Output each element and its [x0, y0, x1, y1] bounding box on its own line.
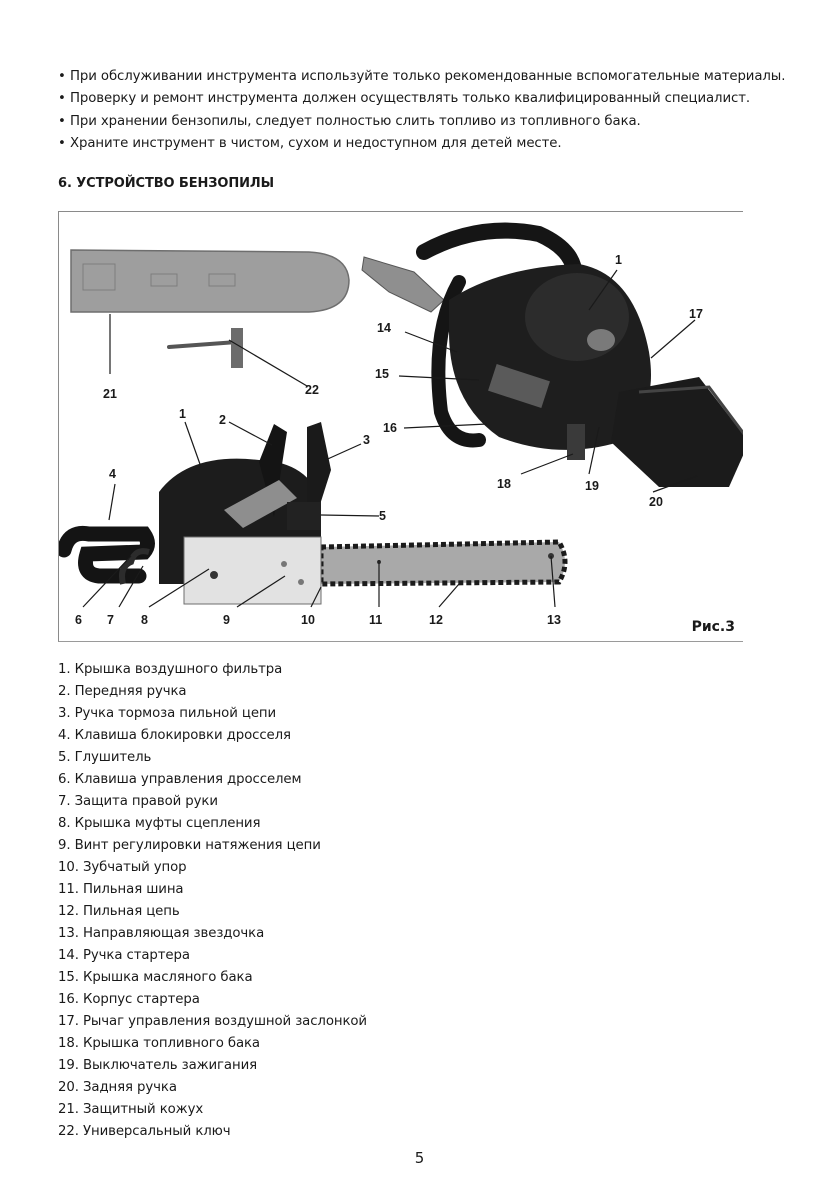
callout-15: 15 [375, 367, 389, 381]
list-item: 16. Корпус стартера [58, 992, 200, 1007]
list-item: 10. Зубчатый упор [58, 860, 187, 875]
callout-13: 13 [547, 613, 561, 627]
bullet-item: •При хранении бензопилы, следует полност… [58, 113, 641, 129]
callout-22: 22 [305, 383, 319, 397]
chainsaw-figure: 21 22 1 2 3 4 5 6 7 8 9 10 11 12 13 1 14… [58, 211, 743, 642]
list-item: 2. Передняя ручка [58, 684, 187, 699]
callout-17: 17 [689, 307, 703, 321]
leader-lines [82, 269, 698, 608]
protective-cover-image [70, 249, 350, 313]
callout-18: 18 [497, 477, 511, 491]
callout-9: 9 [223, 613, 230, 627]
callout-4: 4 [109, 467, 116, 481]
callout-6: 6 [75, 613, 82, 627]
list-item: 20. Задняя ручка [58, 1080, 177, 1095]
bullet-item: •При обслуживании инструмента используйт… [58, 69, 786, 84]
list-item: 19. Выключатель зажигания [58, 1058, 258, 1073]
bullet-list: •При обслуживании инструмента используйт… [58, 66, 828, 155]
callout-12: 12 [429, 613, 443, 627]
callout-21: 21 [103, 387, 117, 401]
list-item: 17. Рычаг управления воздушной заслонкой [58, 1014, 367, 1029]
callout-1-top: 1 [615, 253, 622, 267]
list-item: 6. Клавиша управления дросселем [58, 772, 302, 787]
callout-7: 7 [107, 613, 114, 627]
list-item: 15. Крышка масляного бака [58, 970, 253, 985]
bullet-item: •Проверку и ремонт инструмента должен ос… [58, 91, 750, 107]
bullet-item: •Храните инструмент в чистом, сухом и не… [58, 135, 562, 151]
list-item: 12. Пильная цепь [58, 904, 180, 919]
list-item: 13. Направляющая звездочка [58, 926, 265, 941]
callout-5: 5 [379, 509, 386, 523]
list-item: 4. Клавиша блокировки дросселя [58, 728, 291, 743]
chainsaw-illustration: 21 22 1 2 3 4 5 6 7 8 9 10 11 12 13 1 14… [59, 222, 743, 627]
list-item: 14. Ручка стартера [58, 948, 190, 963]
list-item: 8. Крышка муфты сцепления [58, 816, 261, 831]
list-item: 1. Крышка воздушного фильтра [58, 662, 283, 677]
page-number: 5 [414, 1149, 425, 1167]
callout-20: 20 [649, 495, 663, 509]
callout-11: 11 [369, 613, 382, 627]
list-item: 18. Крышка топливного бака [58, 1036, 260, 1051]
callout-3: 3 [363, 433, 370, 447]
universal-key-image [167, 328, 243, 368]
list-item: 21. Защитный кожух [58, 1102, 204, 1117]
list-item: 11. Пильная шина [58, 882, 184, 897]
callout-8: 8 [141, 613, 148, 627]
parts-list: 1. Крышка воздушного фильтра 2. Передняя… [58, 659, 758, 1143]
chainsaw-side-view-image [59, 422, 568, 605]
callout-16: 16 [383, 421, 397, 435]
list-item: 22. Универсальный ключ [58, 1124, 231, 1139]
callout-2: 2 [219, 413, 226, 427]
callout-10: 10 [301, 613, 315, 627]
section-title: 6. УСТРОЙСТВО БЕНЗОПИЛЫ [58, 176, 274, 191]
list-item: 3. Ручка тормоза пильной цепи [58, 706, 277, 721]
list-item: 5. Глушитель [58, 750, 152, 765]
chainsaw-top-view-image [361, 222, 743, 487]
callout-14: 14 [377, 321, 391, 335]
callout-1: 1 [179, 407, 186, 421]
callout-19: 19 [585, 479, 599, 493]
figure-caption: Рис.3 [691, 619, 735, 635]
list-item: 9. Винт регулировки натяжения цепи [58, 838, 321, 853]
list-item: 7. Защита правой руки [58, 794, 218, 809]
